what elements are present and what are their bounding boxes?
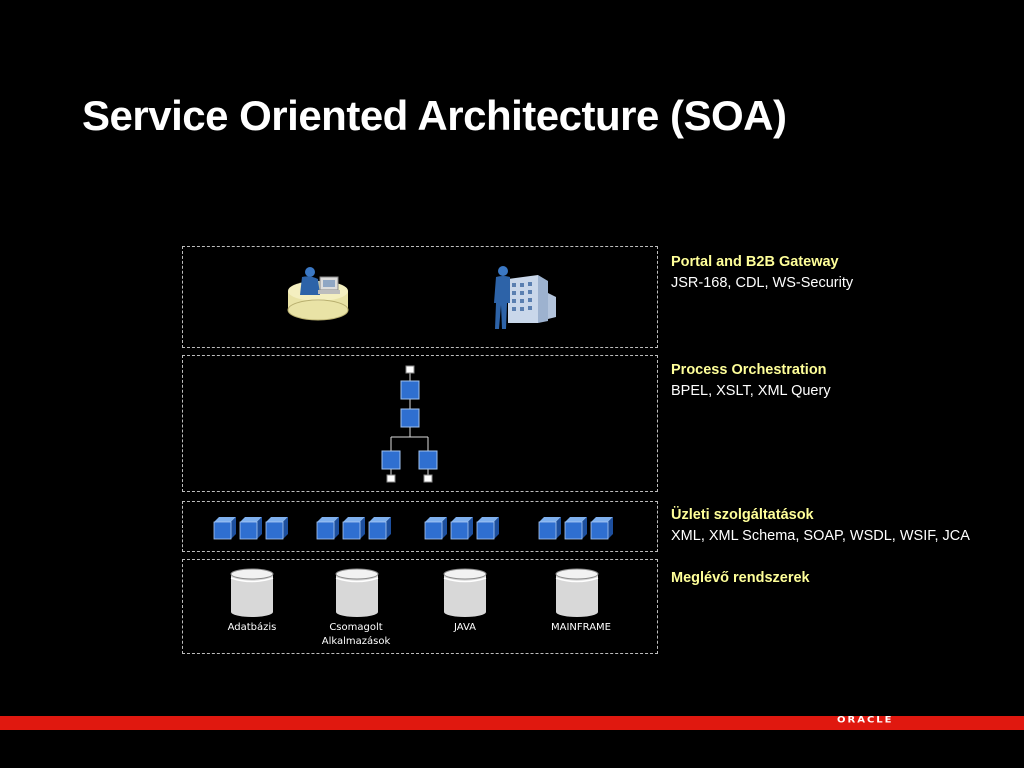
layer-heading: Meglévő rendszerek [671,570,810,586]
layer-heading: Portal and B2B Gateway [671,254,839,270]
system-label-mainframe: MAINFRAME [551,622,611,633]
portal-layer-desc: Portal and B2B Gateway JSR-168, CDL, WS-… [671,252,853,294]
service-cube-icon [265,517,288,540]
systems-layer-box [182,559,658,654]
services-layer-desc: Üzleti szolgáltatások XML, XML Schema, S… [671,505,970,547]
database-cylinder-icon [443,568,487,617]
systems-cylinders-row [230,568,599,617]
service-cube-icon [316,517,339,540]
service-cube-icon [424,517,447,540]
person-with-building-icon [494,266,556,329]
system-label-adatbazis: Adatbázis [227,622,277,633]
service-cube-icon [590,517,613,540]
services-layer-box [182,501,658,552]
workflow-tree-icon [381,365,438,483]
layer-subtitle: BPEL, XSLT, XML Query [671,383,831,399]
footer-red-bar [0,716,1024,730]
service-cubes-row [213,517,613,540]
service-cube-icon [213,517,236,540]
service-cube-icon [368,517,391,540]
service-cube-icon [239,517,262,540]
slide-title: Service Oriented Architecture (SOA) [82,92,787,139]
orchestration-layer-box [182,355,658,492]
orchestration-layer-desc: Process Orchestration BPEL, XSLT, XML Qu… [671,360,831,402]
service-cube-icon [476,517,499,540]
service-cube-icon [342,517,365,540]
person-at-desk-icon [287,267,349,321]
layer-heading: Process Orchestration [671,362,827,378]
portal-layer-box [182,246,658,348]
oracle-logo: ORACLE [837,715,894,726]
database-cylinder-icon [555,568,599,617]
layer-heading: Üzleti szolgáltatások [671,507,814,523]
service-cube-icon [538,517,561,540]
database-cylinder-icon [335,568,379,617]
layer-subtitle: XML, XML Schema, SOAP, WSDL, WSIF, JCA [671,528,970,544]
system-label-java: JAVA [453,622,477,633]
layer-subtitle: JSR-168, CDL, WS-Security [671,275,854,291]
service-cube-icon [564,517,587,540]
systems-layer-desc: Meglévő rendszerek [671,568,810,589]
database-cylinder-icon [230,568,274,617]
service-cube-icon [450,517,473,540]
system-label-csomagolt: Csomagolt Alkalmazások [321,622,391,647]
